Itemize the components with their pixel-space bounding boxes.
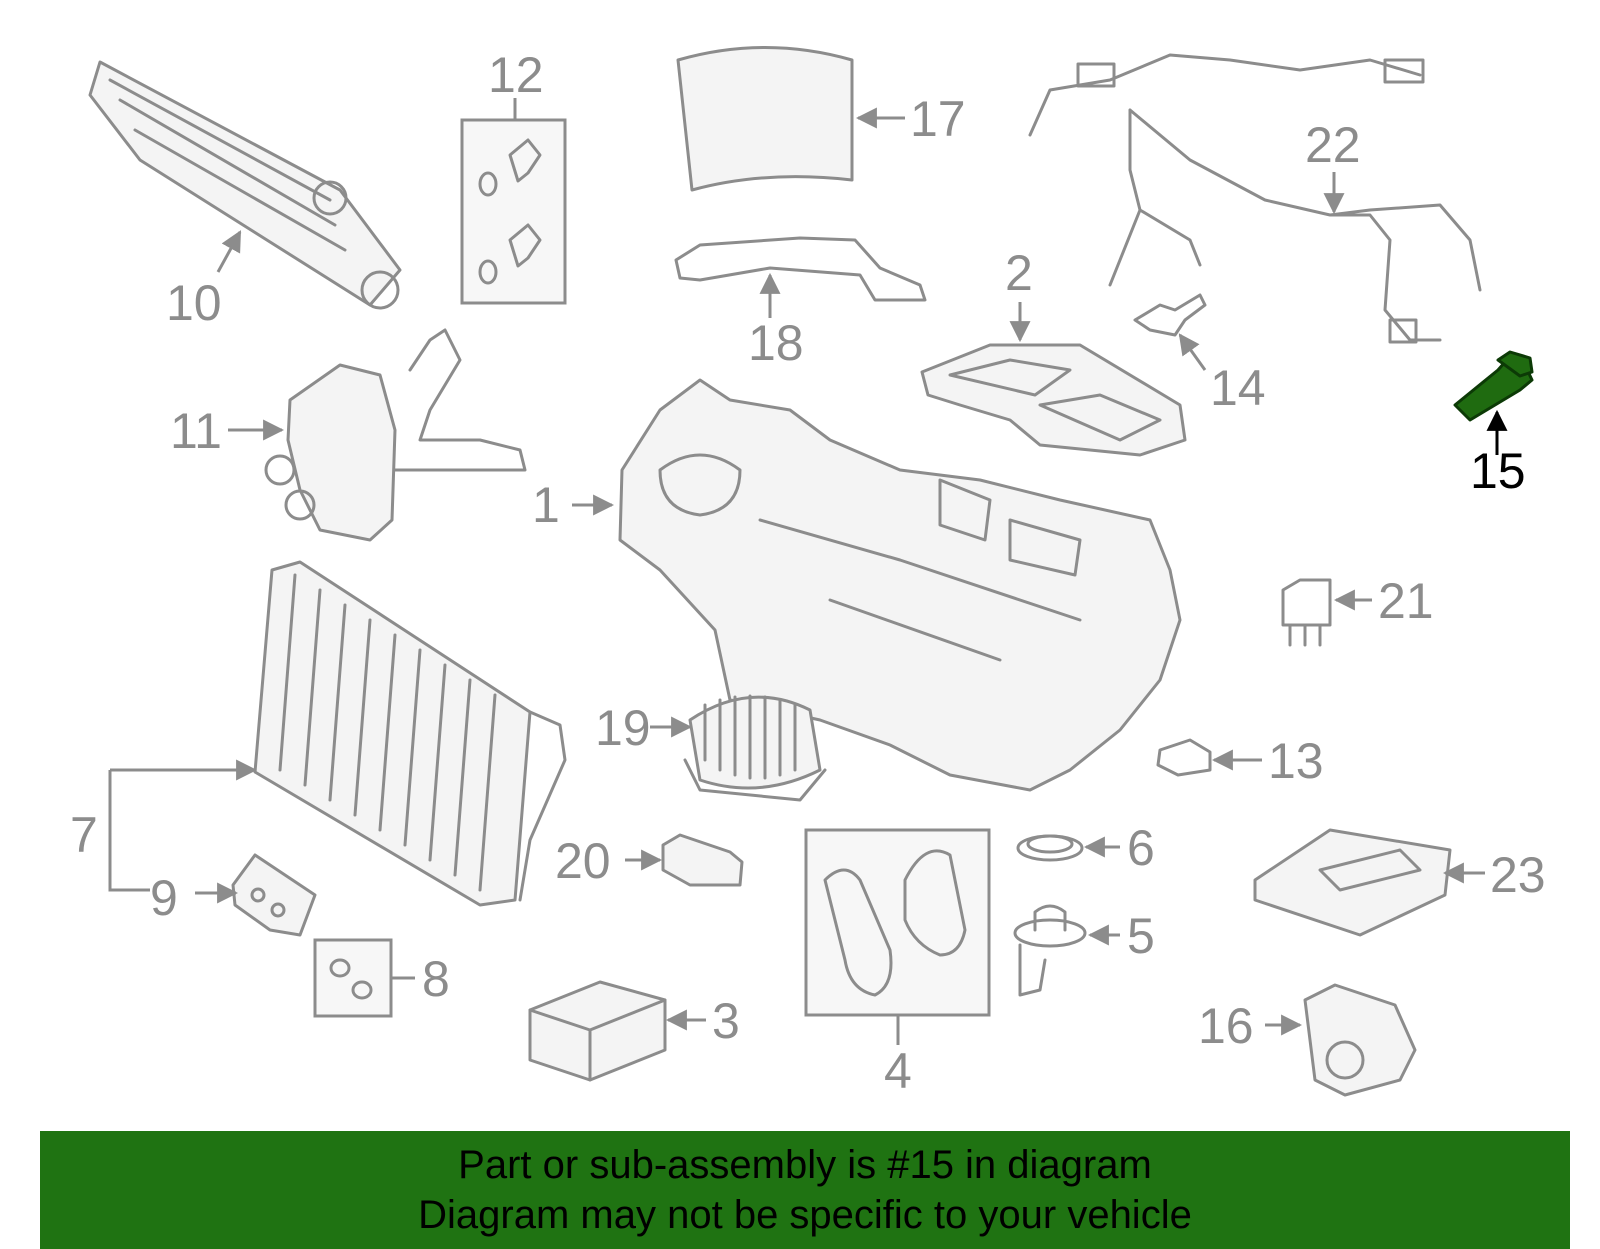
callout-12: 12 (488, 47, 544, 103)
part-20-resistor: 20 (555, 833, 744, 889)
part-22-wiring-harness: 22 (1028, 53, 1482, 344)
callout-20: 20 (555, 833, 611, 889)
callout-7: 7 (70, 807, 98, 863)
info-banner: Part or sub-assembly is #15 in diagram D… (40, 1131, 1570, 1249)
banner-line-2: Diagram may not be specific to your vehi… (418, 1193, 1192, 1237)
part-7-evaporator: 7 (70, 560, 567, 907)
part-13-sensor-plate: 13 (1156, 733, 1324, 789)
part-3-box: 3 (528, 980, 740, 1082)
callout-8: 8 (422, 951, 450, 1007)
callout-1: 1 (532, 477, 560, 533)
part-10-heater-core: 10 (88, 60, 402, 331)
banner-line-1: Part or sub-assembly is #15 in diagram (458, 1143, 1152, 1187)
callout-4: 4 (884, 1043, 912, 1099)
callout-22: 22 (1305, 117, 1361, 173)
callout-23: 23 (1490, 847, 1546, 903)
callout-10: 10 (166, 275, 222, 331)
part-14-sensor: 14 (1133, 293, 1266, 416)
callout-16: 16 (1198, 998, 1254, 1054)
callout-11: 11 (170, 403, 222, 459)
callout-21: 21 (1378, 573, 1434, 629)
part-12-clips: 12 (460, 47, 567, 305)
part-5-actuator: 5 (1013, 904, 1155, 997)
part-4-door-seals: 4 (804, 828, 991, 1099)
callout-5: 5 (1127, 908, 1155, 964)
callout-15: 15 (1470, 443, 1526, 499)
part-16-module: 16 (1198, 983, 1417, 1097)
part-18-arm: 18 (674, 236, 927, 371)
callout-14: 14 (1210, 360, 1266, 416)
callout-3: 3 (712, 993, 740, 1049)
part-19-blower-motor: 19 (595, 694, 827, 802)
callout-18: 18 (748, 315, 804, 371)
callout-2: 2 (1005, 245, 1033, 301)
part-23-control-module: 23 (1253, 828, 1546, 937)
part-2-door: 2 (920, 245, 1187, 457)
callout-9: 9 (150, 870, 178, 926)
part-21-connector: 21 (1281, 573, 1434, 647)
callout-17: 17 (910, 91, 966, 147)
part-6-ring: 6 (1016, 820, 1155, 876)
part-15-highlighted[interactable]: 15 (1453, 350, 1534, 499)
callout-13: 13 (1268, 733, 1324, 789)
part-1-hvac-housing: 1 (532, 378, 1182, 792)
part-9-block-fitting: 9 (150, 853, 317, 937)
part-17-filter: 17 (676, 46, 966, 192)
callout-19: 19 (595, 700, 651, 756)
callout-6: 6 (1127, 820, 1155, 876)
part-8-o-rings: 8 (313, 938, 450, 1018)
part-11-heater-tubes: 11 (170, 328, 527, 542)
